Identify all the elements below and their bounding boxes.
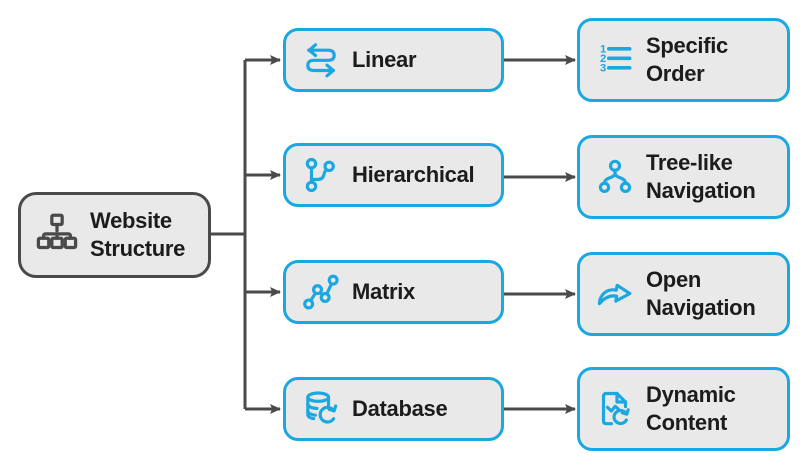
sitemap-icon	[36, 213, 78, 250]
node-label: Tree-like Navigation	[646, 149, 756, 203]
node-label: Website Structure	[90, 207, 186, 261]
node-label: Database	[352, 395, 448, 421]
linear-flow-icon	[306, 43, 336, 78]
node-website-structure: Website Structure	[18, 192, 211, 278]
node-label: Matrix	[352, 278, 415, 304]
network-path-icon	[303, 274, 339, 310]
list-digit: 3	[600, 62, 606, 74]
node-dynamic-content: Dynamic Content	[577, 367, 790, 451]
node-open-navigation: Open Navigation	[577, 252, 790, 336]
node-specific-order: 1 2 3 Specific Order	[577, 18, 790, 102]
database-sync-icon	[306, 391, 338, 424]
node-label: Linear	[352, 46, 417, 72]
node-label: Specific Order	[646, 32, 728, 86]
node-label: Open Navigation	[646, 266, 756, 320]
node-label: Hierarchical	[352, 161, 475, 187]
curved-arrow-icon	[597, 283, 632, 306]
node-label: Dynamic Content	[646, 381, 736, 435]
ordered-list-icon: 1 2 3	[600, 43, 632, 74]
dynamic-content-icon	[601, 391, 630, 426]
list-digit: 1	[600, 43, 606, 55]
list-digit: 2	[600, 53, 606, 65]
tree-navigation-icon	[598, 159, 632, 194]
node-linear: Linear	[283, 28, 504, 92]
node-tree-like-navigation: Tree-like Navigation	[577, 135, 790, 219]
branch-icon	[305, 157, 335, 193]
node-matrix: Matrix	[283, 260, 504, 324]
node-hierarchical: Hierarchical	[283, 143, 504, 207]
node-database: Database	[283, 377, 504, 441]
